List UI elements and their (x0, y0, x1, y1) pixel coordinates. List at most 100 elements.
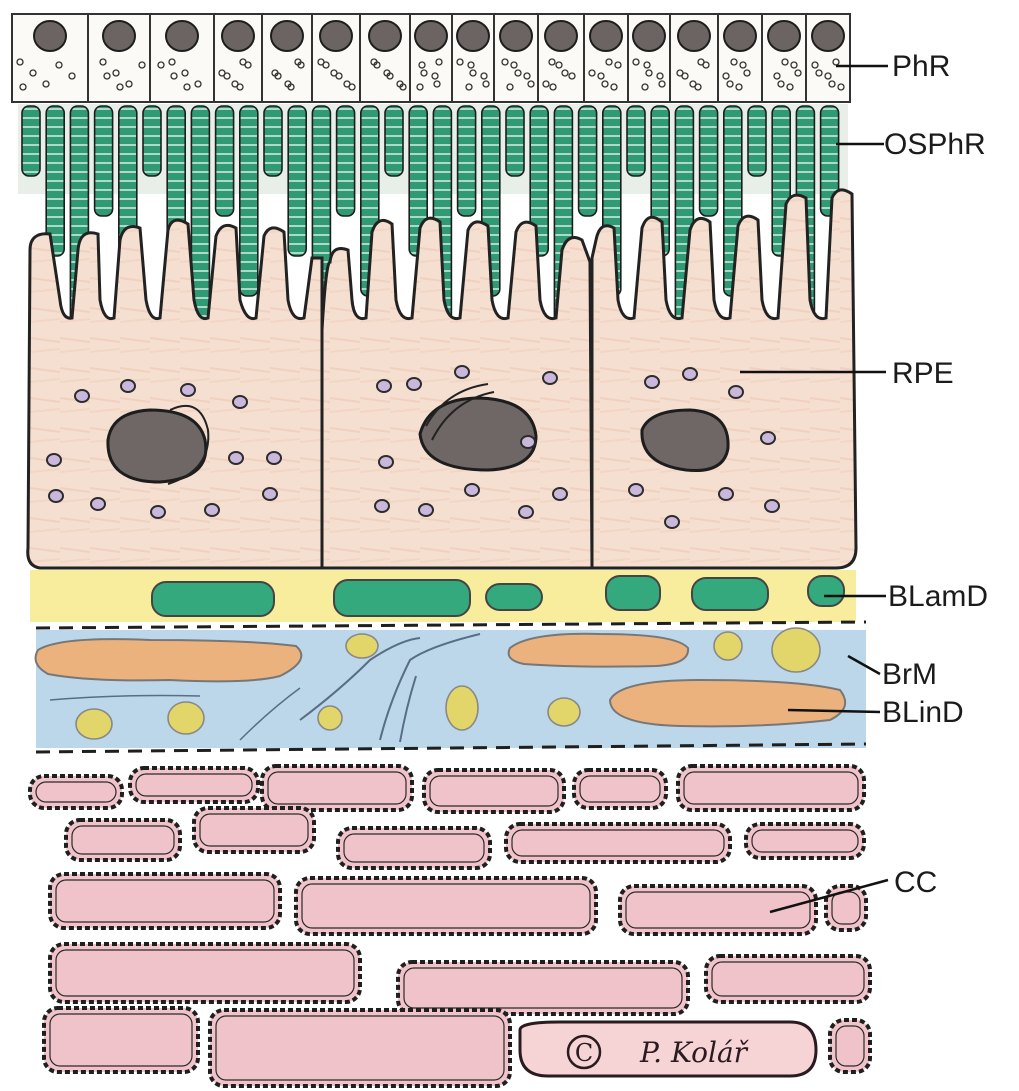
outer-segment (458, 106, 476, 216)
lipofuscin-granule (377, 380, 391, 392)
lipofuscin-granule (375, 500, 389, 512)
outer-segment (337, 106, 355, 216)
outer-segment (579, 106, 597, 216)
lipofuscin-granule (233, 396, 247, 408)
photoreceptor-nucleus (415, 21, 447, 51)
signature-text: P. Kolář (639, 1036, 750, 1069)
lipofuscin-granule (407, 378, 421, 390)
outer-segment (288, 106, 306, 256)
lipofuscin-granule (683, 368, 697, 380)
lipofuscin-granule (91, 498, 105, 510)
photoreceptor-nucleus (590, 21, 622, 51)
lipofuscin-granule (121, 380, 135, 392)
basal-deposit-blob (692, 578, 768, 610)
outer-segment (627, 106, 645, 176)
choriocapillaris-vessel (44, 1008, 198, 1072)
drusen-spot (168, 702, 204, 734)
lipofuscin-granule (629, 484, 643, 496)
basal-deposit-blob (808, 576, 844, 606)
photoreceptor-nucleus (166, 21, 198, 51)
outer-segment (216, 106, 234, 216)
label-phr: PhR (892, 50, 950, 83)
lipofuscin-granule (543, 372, 557, 384)
photoreceptor-nucleus (545, 21, 577, 51)
lipofuscin-granule (465, 484, 479, 496)
label-cc: CC (894, 866, 937, 899)
drusen-spot (548, 698, 580, 726)
choriocapillaris-vessel (746, 824, 864, 858)
outer-segment (385, 106, 403, 176)
outer-segment (22, 106, 40, 176)
choriocapillaris-vessel (50, 944, 360, 1002)
lipofuscin-granule (645, 376, 659, 388)
lipofuscin-granule (267, 452, 281, 464)
layer-labels: PhR OSPhR RPE BLamD BrM BLinD CC (882, 50, 988, 899)
lipofuscin-granule (75, 390, 89, 402)
lipofuscin-granule (719, 488, 733, 500)
drusen-spot (76, 709, 112, 739)
choriocapillaris-vessel (30, 776, 122, 808)
photoreceptor-nucleus (271, 21, 303, 51)
label-brm: BrM (882, 658, 937, 691)
lipofuscin-granule (419, 504, 433, 516)
choriocapillaris-vessel (620, 886, 816, 934)
outer-segment (748, 106, 766, 176)
photoreceptor-nucleus (369, 21, 401, 51)
lipofuscin-granule (455, 366, 469, 378)
bruch-membrane-layer (36, 628, 866, 752)
outer-segment (264, 106, 282, 176)
linear-deposit-2 (509, 634, 688, 667)
choriocapillaris-vessel (296, 878, 596, 934)
photoreceptor-nucleus (724, 21, 756, 51)
choriocapillaris-vessel (130, 768, 258, 802)
lipofuscin-granule (229, 452, 243, 464)
label-blamd: BLamD (888, 580, 988, 613)
lipofuscin-granule (761, 432, 775, 444)
lipofuscin-granule (665, 516, 679, 528)
copyright-letter: C (575, 1039, 593, 1067)
lipofuscin-granule (47, 454, 61, 466)
linear-deposit-3 (610, 680, 845, 726)
lipofuscin-granule (379, 456, 393, 468)
outer-segment (95, 106, 113, 216)
lipofuscin-granule (181, 384, 195, 396)
drusen-spot (714, 632, 742, 660)
photoreceptor-nucleus (103, 21, 135, 51)
basal-deposit-blob (606, 576, 660, 610)
basal-deposit-blob (486, 584, 542, 610)
lipofuscin-granule (263, 488, 277, 500)
choriocapillaris-vessel (706, 956, 870, 1002)
lipofuscin-granule (519, 506, 533, 518)
label-rpe: RPE (892, 357, 954, 390)
basal-deposit-blob (152, 582, 274, 616)
label-osphr: OSPhR (884, 128, 986, 161)
linear-deposit-1 (36, 639, 302, 681)
photoreceptor-nucleus (222, 21, 254, 51)
photoreceptor-nucleus (500, 21, 532, 51)
lipofuscin-granule (151, 506, 165, 518)
choriocapillaris-vessel (50, 874, 280, 928)
lipofuscin-granule (521, 436, 535, 448)
signature-plate: C P. Kolář (520, 1022, 816, 1076)
lipofuscin-granule (205, 504, 219, 516)
outer-segment (143, 106, 161, 176)
photoreceptor-nucleus (320, 21, 352, 51)
photoreceptor-nucleus (768, 21, 800, 51)
outer-segment (506, 106, 524, 176)
lipofuscin-granule (553, 488, 567, 500)
lipofuscin-granule (729, 386, 743, 398)
outer-segment (240, 106, 258, 296)
basal-deposit-blob (334, 580, 470, 616)
photoreceptor-nucleus (34, 21, 66, 51)
drusen-spot (346, 634, 378, 658)
choriocapillaris-vessel (210, 1010, 510, 1086)
outer-segment (700, 106, 718, 216)
drusen-spot (318, 706, 342, 730)
drusen-spot (772, 628, 820, 672)
photoreceptor-cell-row (12, 14, 850, 102)
photoreceptor-nucleus (678, 21, 710, 51)
lipofuscin-granule (765, 500, 779, 512)
photoreceptor-nucleus (812, 21, 844, 51)
basal-laminar-deposit-band (30, 570, 866, 628)
